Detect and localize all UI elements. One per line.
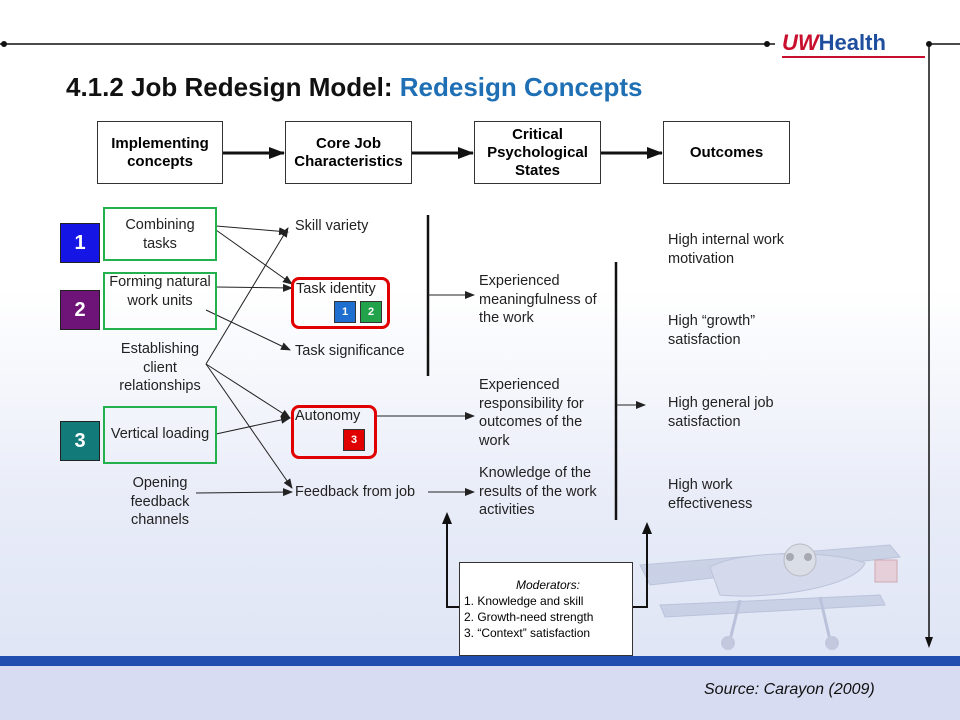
header-implementing-concepts: Implementing concepts <box>97 121 223 184</box>
core-autonomy: Autonomy <box>295 408 361 424</box>
concept-feedback-channels: Opening feedback channels <box>130 475 190 528</box>
header-critical-psychological-states: Critical Psychological States <box>474 121 601 184</box>
diagram-connectors <box>195 147 663 608</box>
source-citation: Source: Carayon (2009) <box>704 681 875 698</box>
highlight-autonomy <box>291 405 377 459</box>
outcome-effectiveness: High work effectiveness <box>668 477 753 512</box>
moderators-title: Moderators: <box>515 578 581 592</box>
core-feedback-from-job: Feedback from job <box>295 484 416 500</box>
concept-client-relationships: Establishing client relationships <box>119 341 201 394</box>
concept-badge-2: 2 <box>60 290 100 330</box>
moderator-item: 2. Growth-need strength <box>464 610 594 624</box>
outcome-motivation: High internal work motivation <box>668 232 785 267</box>
task-identity-badge-1: 1 <box>334 301 356 323</box>
title-accent: Redesign Concepts <box>399 72 643 102</box>
state-knowledge: Knowledge of the results of the work act… <box>479 465 597 518</box>
state-responsibility: Experienced responsibility for outcomes … <box>479 377 584 449</box>
concept-combining-tasks: Combining tasks <box>125 217 195 252</box>
moderator-item: 1. Knowledge and skill <box>464 594 584 608</box>
slide-title: 4.1.2 Job Redesign Model: Redesign Conce… <box>66 72 642 103</box>
outcome-growth: High “growth” satisfaction <box>668 313 756 348</box>
footer-bar <box>0 656 960 666</box>
highlight-forming-units <box>103 272 217 330</box>
footer-band <box>0 666 960 720</box>
core-task-identity: Task identity <box>296 281 376 297</box>
logo-health-text: Health <box>818 30 886 55</box>
slide-frame-lines <box>0 41 960 648</box>
logo-uw-text: UW <box>782 30 819 55</box>
concept-badge-1: 1 <box>60 223 100 263</box>
moderators-box: Moderators: 1. Knowledge and skill 2. Gr… <box>459 562 633 656</box>
concept-forming-units: Forming natural work units <box>109 274 211 309</box>
core-skill-variety: Skill variety <box>295 218 369 234</box>
concept-badge-3: 3 <box>60 421 100 461</box>
airplane-watermark <box>639 543 901 650</box>
highlight-combining-tasks <box>103 207 217 261</box>
core-task-significance: Task significance <box>295 343 405 359</box>
header-core-job-characteristics: Core Job Characteristics <box>285 121 412 184</box>
highlight-vertical-loading <box>103 406 217 464</box>
title-main: 4.1.2 Job Redesign Model: <box>66 72 400 102</box>
concept-vertical-loading: Vertical loading <box>110 426 210 442</box>
task-identity-badge-2: 2 <box>360 301 382 323</box>
state-meaningfulness: Experienced meaningfulness of the work <box>479 273 597 326</box>
autonomy-badge-3: 3 <box>343 429 365 451</box>
header-outcomes: Outcomes <box>663 121 790 184</box>
outcome-job-satisfaction: High general job satisfaction <box>668 395 774 430</box>
uw-health-logo: UWHealth <box>782 30 886 56</box>
highlight-task-identity <box>291 277 390 329</box>
moderator-item: 3. “Context” satisfaction <box>464 626 591 640</box>
